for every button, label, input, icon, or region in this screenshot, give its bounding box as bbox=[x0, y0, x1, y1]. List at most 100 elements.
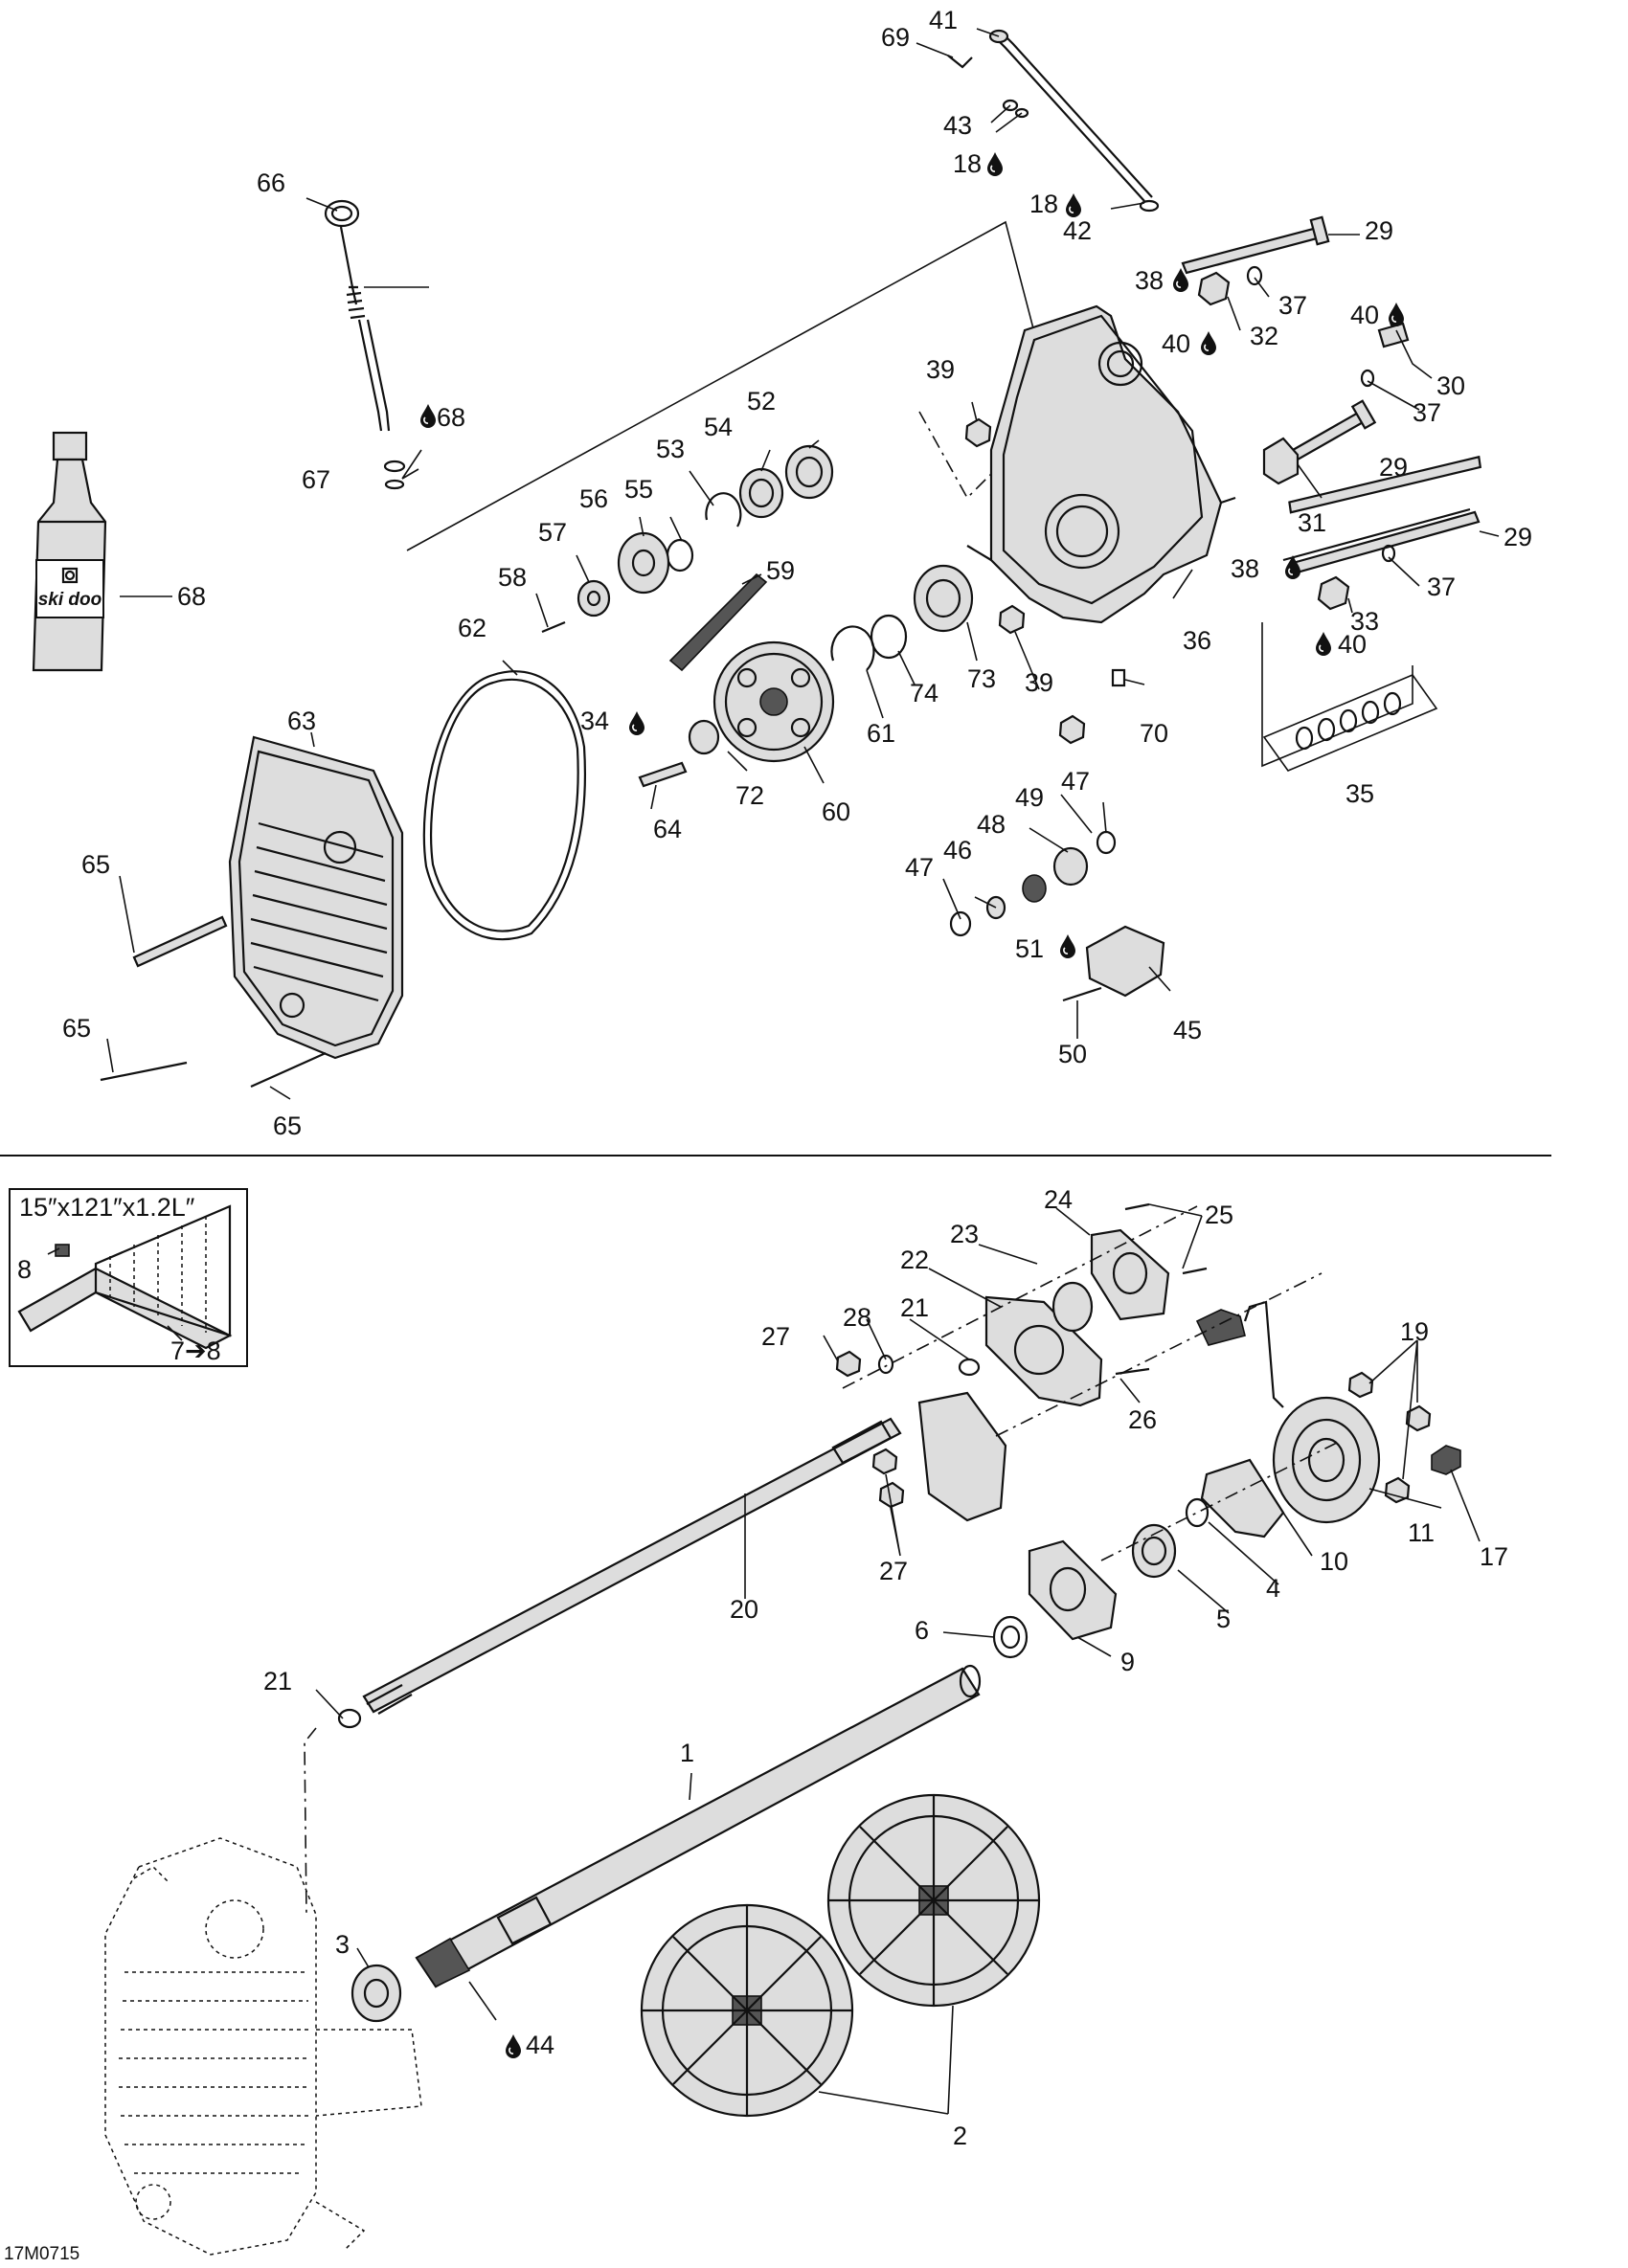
callout: 27 bbox=[761, 1322, 790, 1351]
o-ring bbox=[1014, 107, 1029, 119]
callout: 40 bbox=[1162, 329, 1190, 358]
drive-shaft bbox=[362, 1417, 902, 1715]
figure-code: 17M0715 bbox=[4, 2244, 79, 2264]
callout: 38 bbox=[1135, 266, 1164, 295]
bolt bbox=[1124, 1202, 1150, 1211]
callout: 37 bbox=[1278, 291, 1307, 320]
oil-drop-icon bbox=[1065, 192, 1082, 218]
callout: 44 bbox=[526, 2031, 554, 2059]
mount-bracket bbox=[917, 1391, 1007, 1522]
upper-sprocket bbox=[617, 531, 670, 595]
tensioner-wheel bbox=[1052, 846, 1089, 887]
bolt bbox=[1282, 507, 1471, 562]
callout: 19 bbox=[1400, 1317, 1429, 1346]
drive-sprocket bbox=[826, 1793, 1041, 2008]
drive-sprocket bbox=[640, 1903, 854, 2118]
callout: 35 bbox=[1345, 779, 1374, 808]
callout: 24 bbox=[1044, 1185, 1073, 1214]
circlip bbox=[958, 1358, 981, 1377]
callout: 68 bbox=[177, 582, 206, 611]
callout: 51 bbox=[1015, 934, 1044, 963]
callout-labels: 69 41 43 18 18 42 29 38 37 40 32 40 30 3… bbox=[4, 6, 1532, 2264]
chaincase-reference bbox=[104, 1837, 422, 2256]
nut bbox=[1384, 1476, 1411, 1504]
bolt bbox=[1181, 215, 1330, 275]
spacer bbox=[666, 538, 694, 573]
callout: 6 bbox=[915, 1616, 929, 1645]
circlip bbox=[705, 492, 742, 528]
callout: 27 bbox=[879, 1557, 908, 1585]
spacer bbox=[688, 719, 720, 755]
bearing bbox=[784, 444, 834, 500]
plug bbox=[1111, 668, 1126, 687]
nut bbox=[1058, 714, 1086, 745]
bolt bbox=[132, 915, 228, 968]
callout: 10 bbox=[1320, 1547, 1348, 1576]
washer bbox=[1360, 369, 1375, 388]
callout: 49 bbox=[1015, 783, 1044, 812]
bolt bbox=[638, 761, 688, 788]
callout: 56 bbox=[579, 484, 608, 513]
circlip bbox=[337, 1708, 362, 1729]
callout: 65 bbox=[81, 850, 110, 879]
callout: 22 bbox=[900, 1246, 929, 1274]
lower-sprocket bbox=[712, 640, 835, 763]
callout: 21 bbox=[900, 1293, 929, 1322]
callout: 60 bbox=[822, 797, 850, 826]
oil-drop-icon bbox=[628, 710, 645, 736]
callout: 20 bbox=[730, 1595, 758, 1624]
o-ring bbox=[383, 460, 406, 473]
callout: 30 bbox=[1436, 371, 1465, 400]
callout: 29 bbox=[1365, 216, 1393, 245]
plug bbox=[1431, 1445, 1461, 1475]
callout: 73 bbox=[967, 664, 996, 693]
bushing bbox=[1262, 437, 1300, 485]
callout: 11 bbox=[1408, 1518, 1435, 1547]
callout: 48 bbox=[977, 810, 1006, 839]
bearing bbox=[1131, 1523, 1177, 1579]
washer bbox=[877, 1354, 894, 1375]
callout: 8 bbox=[17, 1255, 32, 1284]
oil-drop-icon bbox=[1315, 631, 1332, 657]
callout: 37 bbox=[1413, 398, 1441, 427]
bearing bbox=[1051, 1281, 1094, 1333]
callout: 37 bbox=[1427, 573, 1456, 601]
nut bbox=[964, 417, 992, 448]
bearing bbox=[913, 564, 974, 633]
bolt bbox=[250, 1051, 327, 1089]
tensioner-block bbox=[1085, 925, 1165, 998]
callout: 18 bbox=[953, 149, 982, 178]
chaincase-housing bbox=[966, 304, 1236, 624]
callout: 66 bbox=[257, 168, 285, 197]
oil-bottle bbox=[32, 431, 107, 672]
callout: 39 bbox=[1025, 668, 1053, 697]
callout: 33 bbox=[1350, 607, 1379, 636]
callout: 1 bbox=[680, 1739, 694, 1767]
callout: 70 bbox=[1140, 719, 1168, 748]
callout: 41 bbox=[929, 6, 958, 34]
callout: 65 bbox=[62, 1014, 91, 1043]
callout: 31 bbox=[1298, 508, 1326, 537]
track-spec: 15″x121″x1.2L″ bbox=[19, 1193, 195, 1222]
bolt bbox=[1288, 455, 1482, 514]
callout: 32 bbox=[1250, 322, 1278, 350]
o-ring bbox=[1002, 99, 1019, 112]
callout: 46 bbox=[943, 836, 972, 865]
chaincase-cover bbox=[228, 735, 404, 1060]
callout: 57 bbox=[538, 518, 567, 547]
leader-lines bbox=[47, 28, 1500, 2115]
nut bbox=[1317, 575, 1350, 611]
callout: 39 bbox=[926, 355, 955, 384]
bottle-brand: ski doo bbox=[38, 590, 102, 610]
callout: 64 bbox=[653, 815, 682, 843]
callout: 50 bbox=[1058, 1040, 1087, 1068]
callout: 28 bbox=[843, 1303, 871, 1332]
gasket bbox=[430, 678, 579, 932]
oil-drop-icon bbox=[1059, 933, 1076, 959]
oil-drop-icon bbox=[419, 403, 437, 429]
screw bbox=[541, 620, 566, 634]
nut bbox=[878, 1481, 905, 1509]
callout: 58 bbox=[498, 563, 527, 592]
callout: 67 bbox=[302, 465, 330, 494]
nut bbox=[1197, 271, 1231, 306]
